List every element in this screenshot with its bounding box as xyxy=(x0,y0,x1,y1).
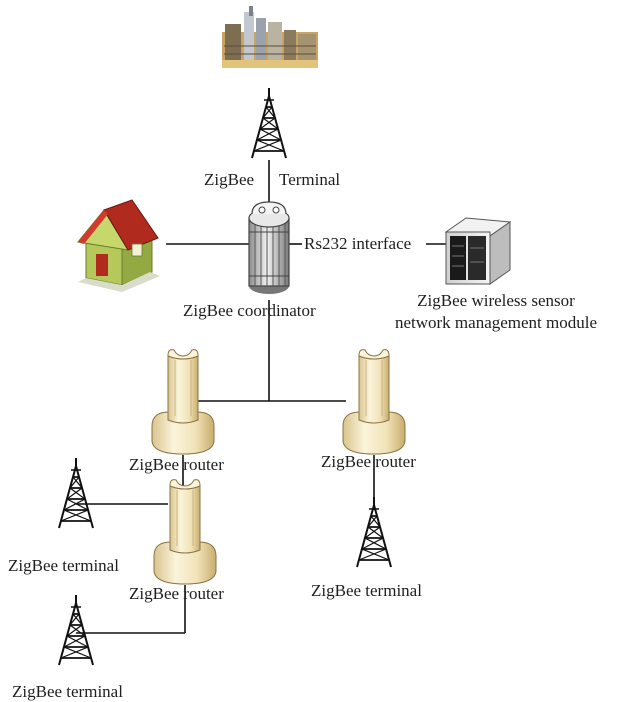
router-bottom-label: ZigBee router xyxy=(129,584,224,603)
antenna-tower-icon xyxy=(58,594,94,666)
server-cabinet-icon xyxy=(444,217,512,285)
coordinator-device-icon xyxy=(248,201,290,294)
router-device-icon xyxy=(342,349,406,455)
terminal-label-top: Terminal xyxy=(279,170,341,189)
factory-icon xyxy=(222,6,318,68)
terminal-bottom-label: ZigBee terminal xyxy=(12,682,123,701)
terminal-right-label: ZigBee terminal xyxy=(311,581,422,600)
rs232-interface-label: Rs232 interface xyxy=(304,234,412,253)
antenna-tower-icon xyxy=(58,457,94,529)
router-left-label: ZigBee router xyxy=(129,455,224,474)
coordinator-label: ZigBee coordinator xyxy=(183,301,316,320)
management-module-line2: network management module xyxy=(394,313,598,332)
router-device-icon xyxy=(153,479,217,585)
antenna-tower-icon xyxy=(251,87,287,159)
terminal-left-mid-label: ZigBee terminal xyxy=(8,556,119,575)
management-module-line1: ZigBee wireless sensor xyxy=(417,291,575,310)
house-icon xyxy=(77,199,160,292)
antenna-tower-icon xyxy=(356,496,392,568)
zigbee-label-top: ZigBee xyxy=(204,170,255,189)
connection-lines xyxy=(76,160,446,634)
router-right-label: ZigBee router xyxy=(321,452,416,471)
management-module-label: ZigBee wireless sensor network managemen… xyxy=(376,290,616,334)
